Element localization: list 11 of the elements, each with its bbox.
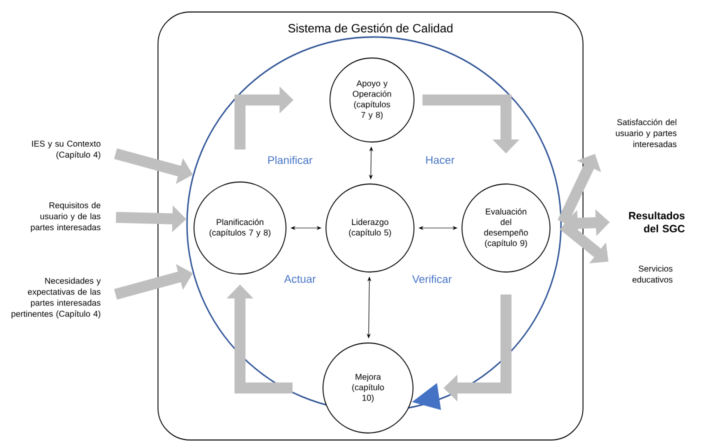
result-text: Resultados del SGC [629,212,685,232]
input-text: Requisitos de usuario y de las partes interesadas [30,202,100,232]
phase-label: Hacer [426,156,454,164]
output-text: Servicios educativos [632,265,672,283]
node-label: Mejora (capítulo 10) [352,374,384,402]
input-text: IES y su Contexto (Capítulo 4) [32,140,100,160]
phase-label: Actuar [284,275,316,283]
output-text: Satisfacción del usuario y partes interesadas [616,118,676,148]
phase-label: Verificar [412,274,452,284]
phase-label: Planificar [268,156,312,164]
input-text: Necesidades y expectativas de las partes interesadas pertinentes (Capítulo 4) [12,278,101,318]
